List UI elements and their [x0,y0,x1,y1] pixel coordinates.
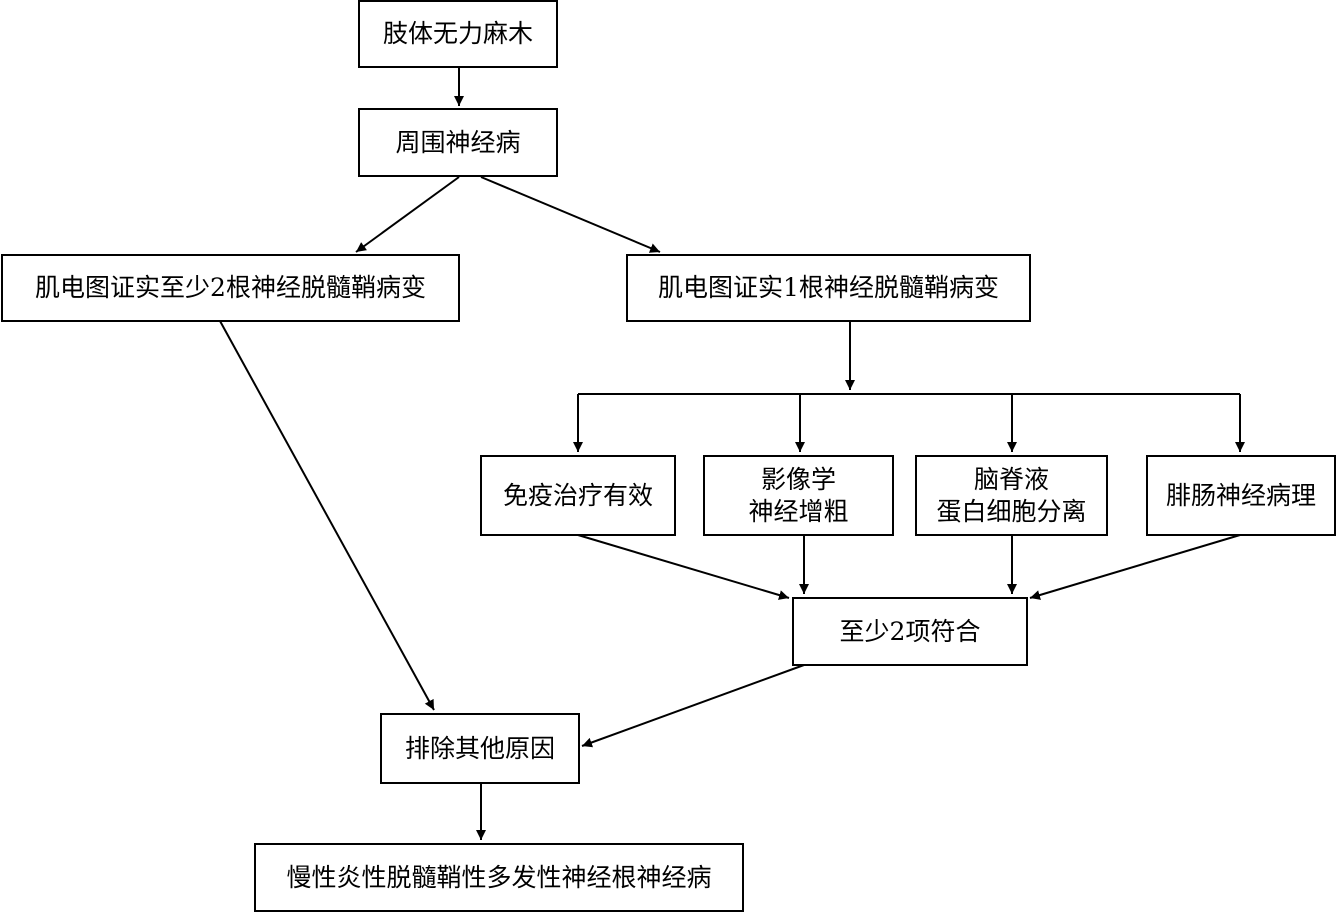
node-csf-label-line1: 脑脊液 [973,464,1049,494]
arrow-sural-to-two [1029,534,1241,600]
node-exclude-other-causes: 排除其他原因 [380,713,580,784]
node-sural-nerve-pathology-label: 腓肠神经病理 [1165,480,1316,510]
node-symptom: 肢体无力麻木 [358,0,558,68]
arrow-immuno-to-two [577,534,790,600]
arrow-peripheral-to-emg-two [355,176,460,253]
node-peripheral-neuropathy: 周围神经病 [358,108,558,177]
node-diagnosis-cidp: 慢性炎性脱髓鞘性多发性神经根神经病 [254,843,744,912]
arrow-two-to-exclude [581,664,805,748]
node-exclude-other-causes-label: 排除其他原因 [404,733,555,763]
node-emg-two-nerves-label: 肌电图证实至少2根神经脱髓鞘病变 [35,273,426,302]
node-diagnosis-cidp-label: 慢性炎性脱髓鞘性多发性神经根神经病 [286,862,712,892]
node-immunotherapy-effective: 免疫治疗有效 [480,455,676,536]
node-imaging-label-line1: 影像学 [760,464,836,494]
node-imaging-label-line2: 神经增粗 [748,496,849,526]
arrow-peripheral-to-emg-one [480,176,661,253]
node-immunotherapy-effective-label: 免疫治疗有效 [502,480,653,510]
node-csf: 脑脊液 蛋白细胞分离 [915,455,1108,536]
node-imaging: 影像学 神经增粗 [703,455,894,536]
node-emg-two-nerves: 肌电图证实至少2根神经脱髓鞘病变 [1,254,460,322]
node-at-least-two-label: 至少2项符合 [839,616,981,646]
node-symptom-label: 肢体无力麻木 [382,19,533,48]
node-sural-nerve-pathology: 腓肠神经病理 [1146,455,1336,536]
node-emg-one-nerve: 肌电图证实1根神经脱髓鞘病变 [626,254,1031,322]
node-at-least-two: 至少2项符合 [792,597,1028,666]
node-emg-one-nerve-label: 肌电图证实1根神经脱髓鞘病变 [658,273,999,302]
node-csf-label-line2: 蛋白细胞分离 [936,496,1087,526]
node-peripheral-neuropathy-label: 周围神经病 [395,127,521,157]
arrow-emg-two-to-exclude [219,320,435,711]
